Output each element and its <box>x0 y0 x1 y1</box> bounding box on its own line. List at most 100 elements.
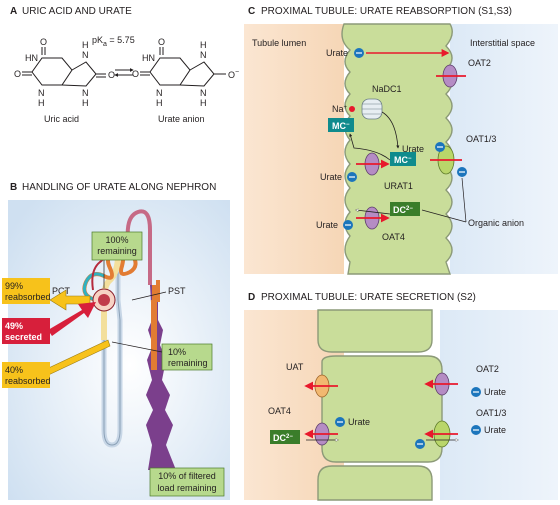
urate-n3: N <box>200 88 207 98</box>
box-10-remaining <box>161 343 213 371</box>
collecting-duct-orange <box>151 300 157 370</box>
oat2-label: OAT2 <box>468 58 491 68</box>
pst-label: PST <box>168 286 186 296</box>
urate-h3: H <box>200 98 207 108</box>
loop-of-henle-outline <box>103 250 121 446</box>
upper-cell <box>317 309 433 353</box>
urate-oat13-label: Urate <box>402 144 424 154</box>
dc2-secretion-label: DC2− <box>273 433 293 443</box>
urate-top-label: Urate <box>326 48 348 58</box>
urate-n1: N <box>156 88 163 98</box>
uric-acid-h3: H <box>82 98 89 108</box>
box-100-remaining <box>91 231 143 261</box>
organic-anion-label: Organic anion <box>468 218 524 228</box>
box-40-line2: reabsorbed <box>5 376 51 386</box>
uric-acid-o2: O <box>14 69 21 79</box>
uric-acid-h2: H <box>82 40 89 50</box>
box-filtered-line1: 10% of filtered <box>158 471 216 481</box>
mc-minus-lumen-box <box>328 118 354 132</box>
urate-urat1-label: Urate <box>320 172 342 182</box>
urate-o1: O <box>158 37 165 47</box>
uric-acid-n2: N <box>82 50 89 60</box>
dc2-label: DC2− <box>393 205 413 215</box>
oat1-3-secretion-label: OAT1/3 <box>476 408 506 418</box>
oat1-3-label: OAT1/3 <box>466 134 496 144</box>
na-plus-label: Na+ <box>332 104 348 114</box>
box-40-reabsorbed <box>2 362 50 388</box>
box-99-line2: reabsorbed <box>5 292 51 302</box>
panel-c-letter: C <box>248 6 255 17</box>
urate-oat4-label: Urate <box>316 220 338 230</box>
box-filtered-line2: load remaining <box>157 483 216 493</box>
connecting-tubule <box>125 209 152 285</box>
uric-acid-hn: HN <box>25 53 38 63</box>
oat4-secretion-label: OAT4 <box>268 406 291 416</box>
nadc1-label: NaDC1 <box>372 84 402 94</box>
box-10-leader <box>111 341 163 353</box>
panel-d-title: PROXIMAL TUBULE: URATE SECRETION (S2) <box>261 292 476 303</box>
organic-anion-leader-2 <box>421 209 467 223</box>
uric-acid-o1: O <box>40 37 47 47</box>
panel-b-title: HANDLING OF URATE ALONG NEPHRON <box>22 182 216 193</box>
panel-a-title: URIC ACID AND URATE <box>22 6 132 17</box>
dc2-box <box>390 202 420 216</box>
box-99-line1: 99% <box>5 281 23 291</box>
tubule-lumen-region <box>244 24 344 274</box>
urate-hn: HN <box>142 53 155 63</box>
panel-d: D PROXIMAL TUBULE: URATE SECRETION (S2) … <box>244 292 558 501</box>
box-40-line1: 40% <box>5 365 23 375</box>
panel-b-letter: B <box>10 182 17 193</box>
uric-acid-h1: H <box>38 98 45 108</box>
urate-anion-label: Urate anion <box>158 114 205 124</box>
oat2-secretion-label: OAT2 <box>476 364 499 374</box>
urate-anion-structure <box>140 47 226 87</box>
urate-h2: H <box>200 40 207 50</box>
uat-label: UAT <box>286 362 304 372</box>
urate-o-minus: O− <box>228 69 239 80</box>
urate-o2: O <box>132 69 139 79</box>
box-10-line1: 10% <box>168 347 186 357</box>
uric-acid-o3: O <box>108 70 115 80</box>
box-100-line1: 100% <box>105 235 128 245</box>
secretion-interstitial-region <box>440 310 558 500</box>
uric-acid-n3: N <box>82 88 89 98</box>
equilibrium-arrows-icon <box>114 68 134 77</box>
box-49-secreted <box>2 318 50 344</box>
glomerulus-core <box>98 294 110 306</box>
box-49-line2: secreted <box>5 332 42 342</box>
tubule-lumen-label: Tubule lumen <box>252 38 306 48</box>
box-10-line2: remaining <box>168 358 208 368</box>
panel-c-title: PROXIMAL TUBULE: URATE REABSORPTION (S1,… <box>261 6 512 17</box>
secreting-cell <box>321 355 443 463</box>
secreted-49-arrow-icon <box>48 302 96 336</box>
organic-anion-leader-1 <box>461 177 467 223</box>
mc-minus-cell-box <box>390 152 416 166</box>
panel-b: B HANDLING OF URATE ALONG NEPHRON PCT PS… <box>2 182 230 500</box>
oat4-label: OAT4 <box>382 232 405 242</box>
mc-minus-lumen-label: MC− <box>332 121 350 131</box>
panel-c: C PROXIMAL TUBULE: URATE REABSORPTION (S… <box>244 6 558 275</box>
urat1-label: URAT1 <box>384 181 413 191</box>
pka-label: pKa = 5.75 <box>92 35 135 48</box>
oat4-dc-out-arrow-icon <box>356 210 391 215</box>
pct-label: PCT <box>52 286 71 296</box>
interstitial-space-label: Interstitial space <box>470 38 535 48</box>
panel-a-letter: A <box>10 6 17 17</box>
nadc1-transporter-icon <box>361 98 383 120</box>
sodium-plus-icon <box>349 106 355 112</box>
urate-oat2-secretion-label: Urate <box>484 387 506 397</box>
mc-into-cell-arrow-icon <box>381 111 400 149</box>
interstitial-region <box>450 24 558 274</box>
dc2-secretion-box <box>270 430 300 444</box>
panel-a: A URIC ACID AND URATE pKa = 5.75 O O O H… <box>10 6 239 124</box>
panel-d-letter: D <box>248 292 255 303</box>
box-49-line1: 49% <box>5 321 23 331</box>
uric-acid-structure <box>22 47 106 87</box>
mc-minus-cell-label: MC− <box>394 155 412 165</box>
urat1-mc-out-arrow-icon <box>349 133 391 161</box>
urate-h1: H <box>156 98 163 108</box>
box-99-reabsorbed <box>2 278 50 304</box>
urate-oat13-secretion-label: Urate <box>484 425 506 435</box>
